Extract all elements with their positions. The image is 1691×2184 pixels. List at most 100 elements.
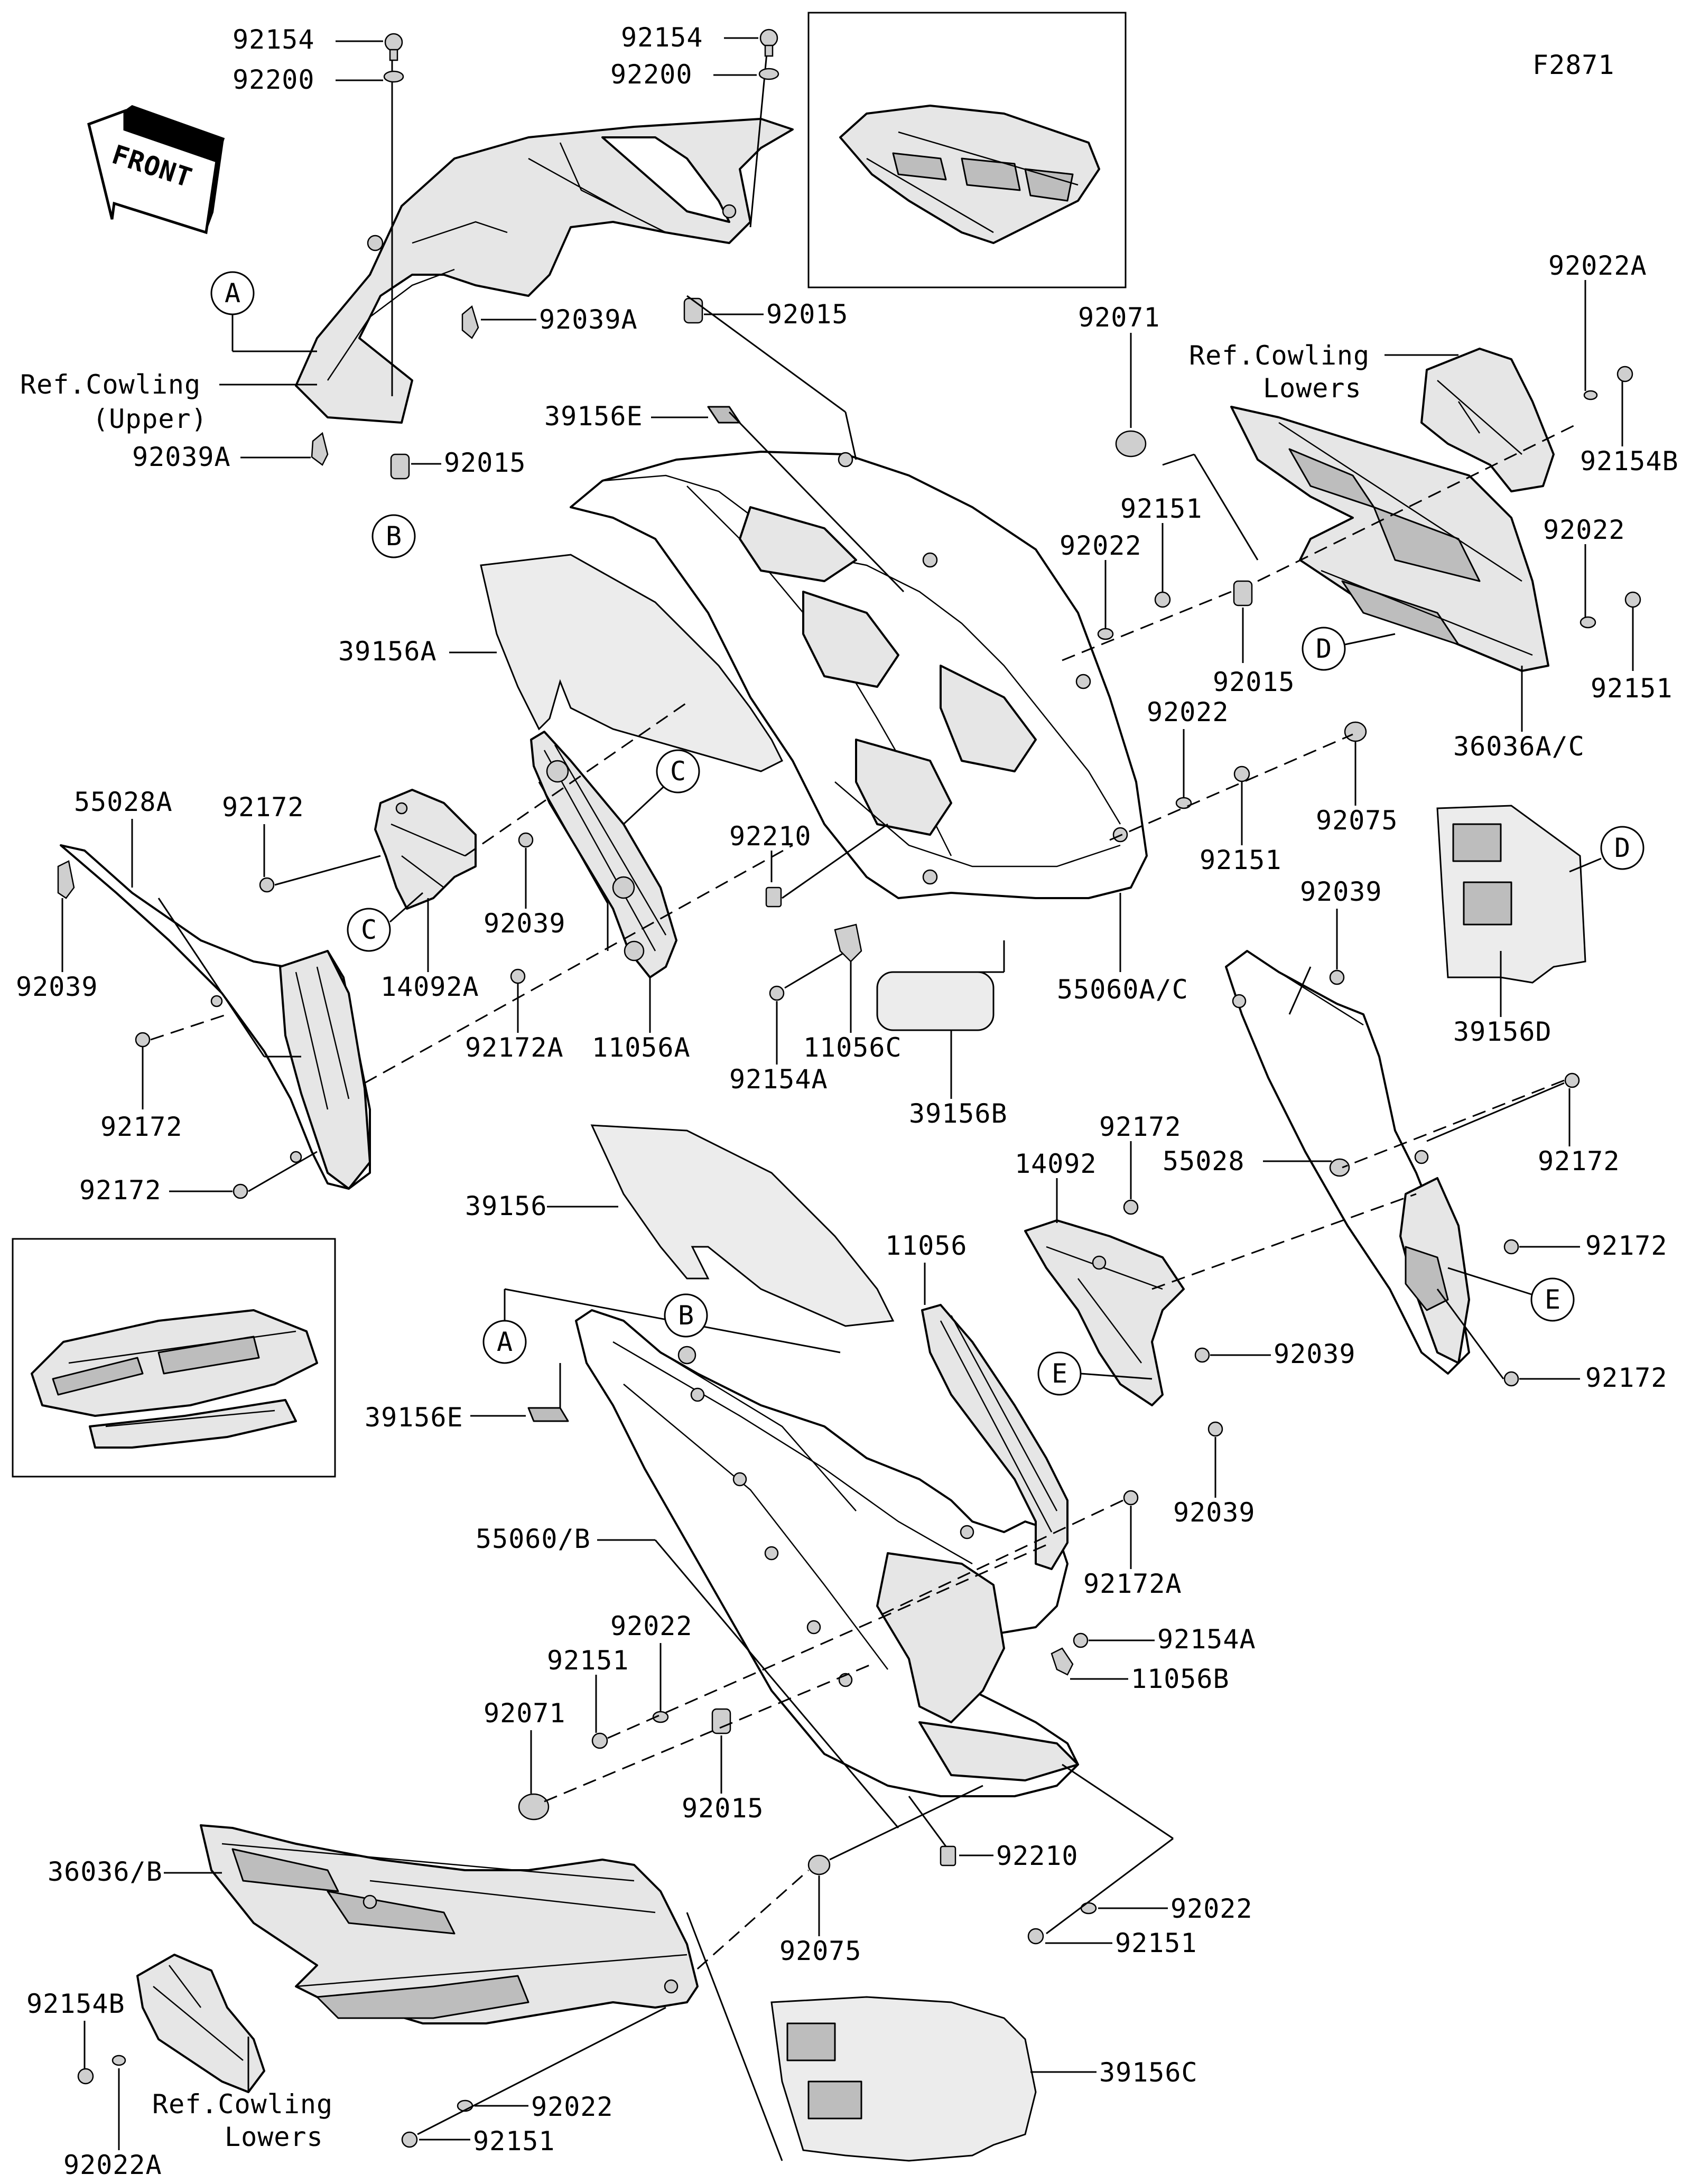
label-55028A: 55028A (74, 787, 173, 817)
label-92039: 92039 (484, 908, 566, 939)
label-39156C: 39156C (1099, 2057, 1198, 2088)
label-39156B: 39156B (909, 1098, 1008, 1129)
label-92015: 92015 (766, 299, 849, 330)
label-11056: 11056 (885, 1230, 968, 1261)
label-92154A: 92154A (729, 1064, 828, 1095)
label-92039: 92039 (1274, 1339, 1356, 1369)
callout-c: C (347, 892, 423, 952)
callout-b: B (664, 1293, 708, 1365)
label-92039A: 92039A (539, 304, 638, 335)
svg-text:A: A (225, 278, 241, 309)
figure-code: F2871 (1532, 50, 1615, 80)
label-39156E: 39156E (365, 1402, 463, 1433)
label-92022A: 92022A (63, 2150, 162, 2180)
label-92022: 92022 (610, 1611, 693, 1641)
lower-cowling-36036AC (1230, 406, 1549, 672)
bracket-14092A (374, 789, 477, 910)
callout-d: D (1569, 826, 1644, 873)
label-92022: 92022 (1060, 530, 1142, 561)
label-92075: 92075 (1316, 805, 1398, 836)
label-ref-cowling-lowers: Ref.Cowling (1189, 340, 1370, 371)
label-92154: 92154 (233, 24, 315, 55)
label-39156D: 39156D (1453, 1016, 1552, 1047)
label-92172: 92172 (1099, 1112, 1182, 1142)
callout-b: B (371, 514, 416, 558)
label-92151: 92151 (1591, 673, 1673, 704)
svg-text:C: C (670, 756, 686, 787)
bracket-ref-lowers-bot (136, 1954, 265, 2093)
svg-text:C: C (361, 914, 377, 945)
label-92015: 92015 (1213, 667, 1295, 697)
label-ref-cowling-lowers: Lowers (1263, 373, 1362, 404)
label-92172: 92172 (1585, 1362, 1668, 1393)
label-55060B: 55060/B (476, 1524, 591, 1554)
side-cowling-55060B (575, 1309, 1079, 1797)
lower-cowling-36036B (200, 1824, 699, 2024)
svg-text:A: A (497, 1327, 513, 1357)
label-92210: 92210 (996, 1841, 1079, 1871)
label-ref-cowling-upper: (Upper) (92, 404, 208, 434)
label-92200: 92200 (233, 64, 315, 95)
pad-39156C (770, 1996, 1037, 2162)
callout-a: A (482, 1288, 841, 1364)
pad-39156A (480, 554, 784, 772)
label-92071: 92071 (1078, 302, 1160, 333)
label-92075: 92075 (779, 1936, 862, 1966)
label-39156E: 39156E (544, 401, 643, 432)
label-92172: 92172 (100, 1112, 183, 1142)
label-92039: 92039 (1300, 876, 1382, 907)
inset-55060 (807, 12, 1127, 288)
label-92154A: 92154A (1157, 1624, 1256, 1655)
label-92151: 92151 (547, 1645, 629, 1676)
callout-e: E (1447, 1267, 1575, 1322)
label-11056A: 11056A (592, 1032, 691, 1063)
label-ref-cowling-upper: Ref.Cowling (20, 369, 201, 400)
label-92015: 92015 (444, 447, 526, 478)
screw-icon (311, 29, 779, 480)
label-92022: 92022 (1147, 697, 1229, 727)
svg-text:E: E (1052, 1358, 1068, 1389)
label-39156A: 39156A (338, 636, 437, 667)
callout-c: C (622, 749, 700, 825)
label-36036AC: 36036A/C (1453, 731, 1585, 762)
label-92172: 92172 (222, 792, 304, 823)
label-92151: 92151 (1115, 1928, 1197, 1958)
callout-e: E (1037, 1351, 1153, 1396)
label-92039A: 92039A (132, 442, 231, 472)
pad-39156B (876, 971, 995, 1031)
label-92200: 92200 (610, 59, 693, 90)
label-92151: 92151 (1120, 493, 1203, 524)
label-92022A: 92022A (1548, 250, 1647, 281)
callout-a: A (210, 271, 317, 352)
callout-d: D (1302, 627, 1396, 671)
label-55060AC: 55060A/C (1057, 974, 1188, 1005)
label-92172A: 92172A (1083, 1569, 1182, 1599)
label-92172: 92172 (79, 1175, 162, 1206)
label-ref-cowling-lowers: Ref.Cowling (152, 2089, 333, 2120)
label-92039: 92039 (1173, 1497, 1256, 1528)
label-11056B: 11056B (1131, 1664, 1230, 1694)
label-55028: 55028 (1163, 1146, 1245, 1177)
bracket-14092 (1024, 1219, 1185, 1406)
pad-39156 (590, 1124, 895, 1327)
label-92154B: 92154B (26, 1989, 125, 2019)
label-39156: 39156 (465, 1191, 547, 1221)
label-92022: 92022 (531, 2092, 614, 2122)
inset-36036 (12, 1238, 336, 1478)
svg-text:D: D (1614, 833, 1631, 863)
label-14092: 14092 (1015, 1149, 1097, 1179)
label-92210: 92210 (729, 821, 812, 852)
svg-text:D: D (1316, 633, 1332, 664)
label-92039: 92039 (16, 972, 98, 1002)
svg-text:B: B (386, 521, 402, 552)
label-92071: 92071 (484, 1698, 566, 1729)
label-92172A: 92172A (465, 1032, 564, 1063)
tag-39156E (707, 406, 741, 424)
bracket-11056A (530, 731, 677, 978)
label-14092A: 14092A (380, 972, 479, 1002)
svg-text:B: B (678, 1300, 694, 1331)
svg-text:E: E (1545, 1284, 1561, 1315)
label-92015: 92015 (682, 1793, 764, 1824)
side-panel-55028 (1225, 950, 1470, 1375)
